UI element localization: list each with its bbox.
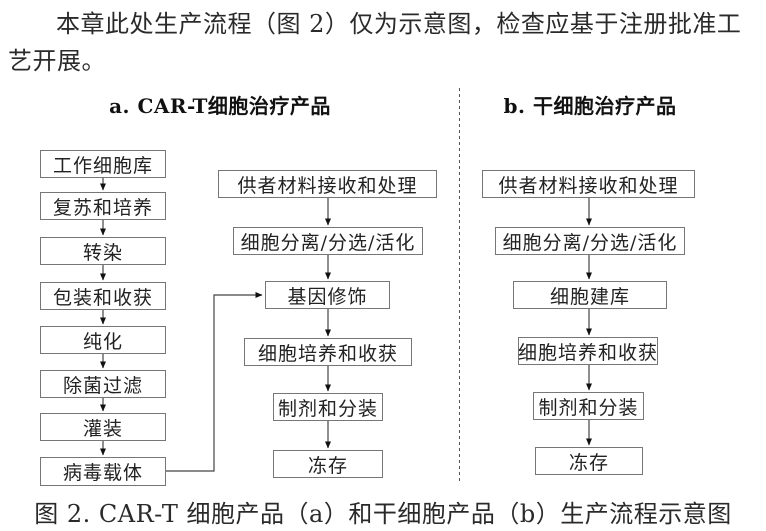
flow-a-vector-step-thaw-culture: 复苏和培养 (40, 192, 166, 220)
intro-paragraph: 本章此处生产流程（图 2）仅为示意图，检查应基于注册批准工艺开展。 (8, 10, 742, 75)
flow-a-vector-step-sterile-filtration: 除菌过滤 (40, 370, 166, 398)
flow-a-vector-step-working-cell-bank: 工作细胞库 (40, 150, 166, 178)
flow-a-vector-step-packaging-harvest: 包装和收获 (40, 282, 166, 310)
flow-a-cell-step-culture-harvest: 细胞培养和收获 (244, 338, 412, 366)
flow-b-step-culture-harvest: 细胞培养和收获 (518, 337, 658, 365)
flow-b-step-formulation-fill: 制剂和分装 (533, 392, 644, 420)
figure-caption: 图 2. CAR-T 细胞产品（a）和干细胞产品（b）生产流程示意图 (34, 500, 732, 528)
flow-a-cell-step-separation-activation: 细胞分离/分选/活化 (233, 227, 423, 255)
flow-b-step-donor-material: 供者材料接收和处理 (482, 170, 695, 198)
flow-b-step-cryopreservation: 冻存 (535, 447, 643, 475)
flow-a-cell-step-gene-modification: 基因修饰 (265, 281, 390, 309)
flow-a-cell-step-cryopreservation: 冻存 (273, 450, 383, 478)
section-b-title: b. 干细胞治疗产品 (503, 94, 677, 118)
flow-a-cell-step-donor-material: 供者材料接收和处理 (218, 170, 437, 198)
vector-to-gene-elbow-arrow (166, 292, 263, 472)
flow-a-vector-step-transfection: 转染 (40, 237, 166, 265)
section-a-title: a. CAR-T细胞治疗产品 (109, 94, 331, 118)
flow-a-vector-step-viral-vector: 病毒载体 (40, 457, 166, 486)
flow-b-step-separation-activation: 细胞分离/分选/活化 (495, 227, 685, 255)
flow-a-cell-step-formulation-fill: 制剂和分装 (273, 393, 383, 421)
flow-a-vector-step-purification: 纯化 (40, 326, 166, 354)
flow-b-step-cell-banking: 细胞建库 (513, 281, 667, 309)
flow-a-vector-step-filling: 灌装 (40, 413, 166, 441)
